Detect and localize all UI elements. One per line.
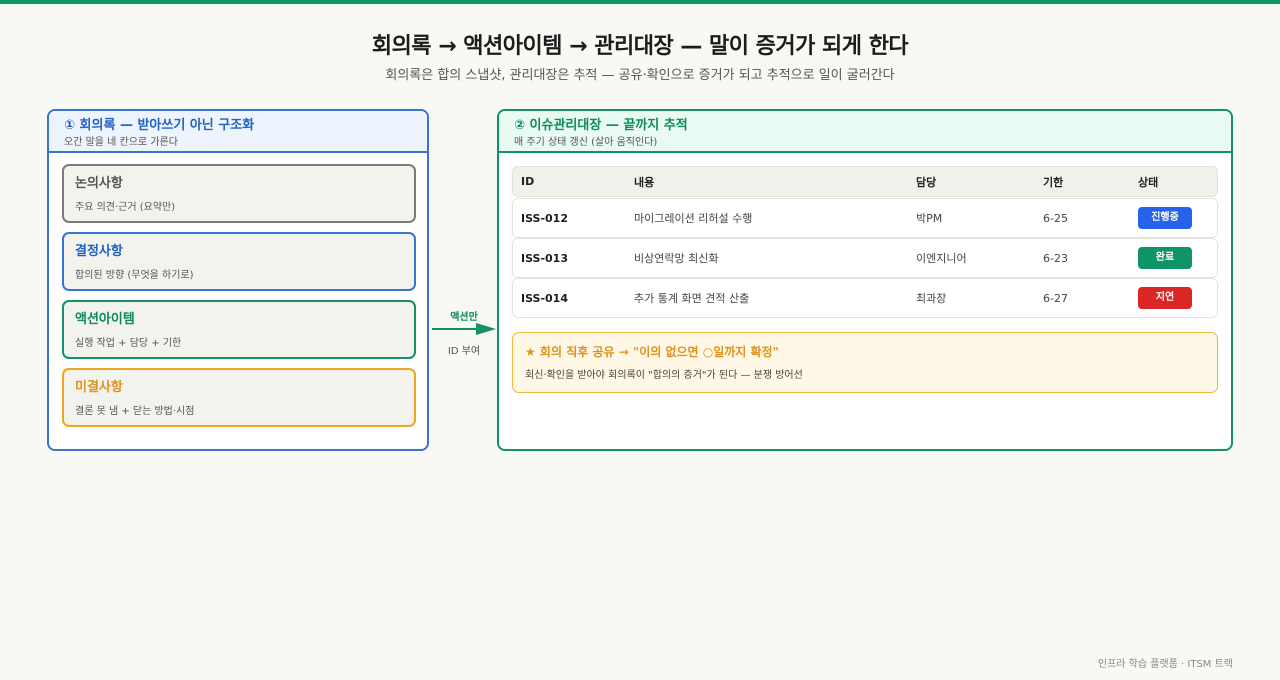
- callout-desc: 회신·확인을 받아야 회의록이 "합의의 증거"가 된다 — 분쟁 방어선: [525, 370, 803, 381]
- minutes-panel-title: ① 회의록 — 받아쓰기 아닌 구조화: [64, 118, 255, 133]
- minutes-panel-subtitle: 오간 말을 네 칸으로 가른다: [64, 137, 178, 148]
- row-content: 추가 통계 화면 견적 산출: [634, 292, 750, 305]
- issue-register-subtitle: 매 주기 상태 갱신 (살아 움직인다): [514, 137, 658, 148]
- column-header-status: 상태: [1138, 175, 1159, 189]
- card-pending: 미결사항 결론 못 냄 + 닫는 방법·시점: [62, 368, 416, 427]
- row-id: ISS-012: [521, 211, 568, 225]
- table-row: ISS-012 마이그레이션 리허설 수행 박PM 6-25 진행중: [512, 198, 1218, 238]
- callout-title: ★ 회의 직후 공유 → "이의 없으면 ○일까지 확정": [525, 345, 779, 359]
- minutes-panel: ① 회의록 — 받아쓰기 아닌 구조화 오간 말을 네 칸으로 가른다 논의사항…: [47, 109, 429, 451]
- card-decision: 결정사항 합의된 방향 (무엇을 하기로): [62, 232, 416, 291]
- issue-register-panel: ② 이슈관리대장 — 끝까지 추적 매 주기 상태 갱신 (살아 움직인다) I…: [497, 109, 1233, 451]
- column-header-due: 기한: [1043, 175, 1064, 189]
- row-due: 6-25: [1043, 211, 1068, 225]
- row-status-cell: 지연: [1138, 279, 1192, 317]
- share-callout: ★ 회의 직후 공유 → "이의 없으면 ○일까지 확정" 회신·확인을 받아야…: [512, 332, 1218, 393]
- column-header-id: ID: [521, 175, 535, 188]
- row-due: 6-27: [1043, 291, 1068, 305]
- issue-register-header: ② 이슈관리대장 — 끝까지 추적 매 주기 상태 갱신 (살아 움직인다): [499, 111, 1231, 153]
- card-discussion: 논의사항 주요 의견·근거 (요약만): [62, 164, 416, 223]
- status-badge: 완료: [1138, 247, 1192, 269]
- issue-register-title: ② 이슈관리대장 — 끝까지 추적: [514, 118, 688, 133]
- row-status-cell: 완료: [1138, 239, 1192, 277]
- right-arrow-icon: [432, 323, 496, 335]
- card-title: 논의사항: [75, 176, 123, 191]
- row-id: ISS-014: [521, 291, 568, 305]
- top-accent-bar: [0, 0, 1280, 4]
- column-header-owner: 담당: [916, 175, 937, 189]
- column-header-content: 내용: [634, 175, 655, 189]
- status-badge: 지연: [1138, 287, 1192, 309]
- card-title: 미결사항: [75, 380, 123, 395]
- card-action-item: 액션아이템 실행 작업 + 담당 + 기한: [62, 300, 416, 359]
- card-desc: 실행 작업 + 담당 + 기한: [75, 338, 182, 349]
- card-desc: 합의된 방향 (무엇을 하기로): [75, 270, 194, 281]
- table-header: ID 내용 담당 기한 상태: [512, 166, 1218, 197]
- status-badge: 진행중: [1138, 207, 1192, 229]
- card-title: 액션아이템: [75, 312, 135, 327]
- row-owner: 박PM: [916, 212, 943, 225]
- footer-credit: 인프라 학습 플랫폼 · ITSM 트랙: [1097, 659, 1233, 670]
- row-status-cell: 진행중: [1138, 199, 1192, 237]
- card-title: 결정사항: [75, 244, 123, 259]
- minutes-panel-header: ① 회의록 — 받아쓰기 아닌 구조화 오간 말을 네 칸으로 가른다: [49, 111, 427, 153]
- arrow-bottom-label: ID 부여: [447, 346, 481, 357]
- row-id: ISS-013: [521, 251, 568, 265]
- row-owner: 최과장: [916, 292, 947, 305]
- card-desc: 주요 의견·근거 (요약만): [75, 202, 176, 213]
- card-desc: 결론 못 냄 + 닫는 방법·시점: [75, 406, 195, 417]
- arrow-top-label: 액션만: [450, 312, 478, 323]
- page-title: 회의록 → 액션아이템 → 관리대장 — 말이 증거가 되게 한다: [371, 34, 909, 59]
- table-row: ISS-014 추가 통계 화면 견적 산출 최과장 6-27 지연: [512, 278, 1218, 318]
- page-subtitle: 회의록은 합의 스냅샷, 관리대장은 추적 — 공유·확인으로 증거가 되고 추…: [385, 68, 895, 83]
- row-owner: 이엔지니어: [916, 252, 967, 265]
- row-due: 6-23: [1043, 251, 1068, 265]
- row-content: 비상연락망 최신화: [634, 252, 719, 265]
- table-row: ISS-013 비상연락망 최신화 이엔지니어 6-23 완료: [512, 238, 1218, 278]
- row-content: 마이그레이션 리허설 수행: [634, 212, 753, 225]
